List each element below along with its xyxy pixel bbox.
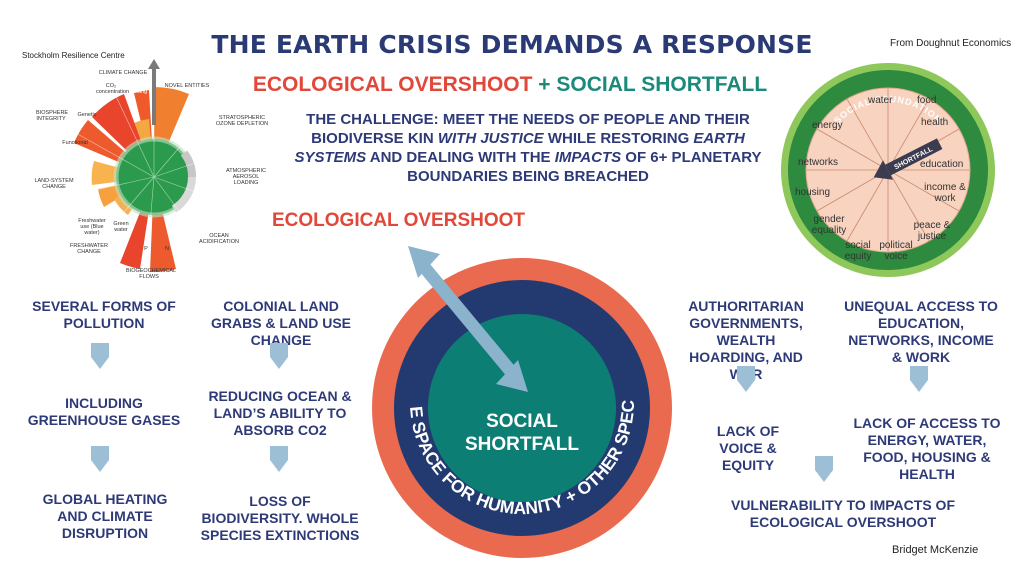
chevron-down-icon (270, 343, 288, 369)
label-radiative: Radiative forcing (127, 83, 151, 95)
item-housing: housing (795, 187, 831, 198)
subtitle-plus: + (538, 73, 551, 96)
label-climate-change: CLIMATE CHANGE (98, 70, 148, 76)
item-income: income & work (924, 182, 966, 204)
label-ozone: STRATOSPHERIC OZONE DEPLETION (215, 115, 269, 127)
ghg-box: INCLUDING GREENHOUSE GASES (27, 395, 181, 428)
subtitle-overshoot: ECOLOGICAL OVERSHOOT (252, 73, 533, 96)
social-shortfall-label: SOCIAL SHORTFALL (465, 411, 579, 455)
challenge-line-1: THE CHALLENGE: MEET THE NEEDS OF PEOPLE … (306, 111, 750, 128)
chevron-down-icon (91, 446, 109, 472)
item-peace: peace & justice (913, 220, 951, 242)
item-education: education (920, 159, 964, 170)
label-biogeochemical: BIOGEOCHEMICAL FLOWS (126, 268, 177, 280)
item-gender: gender equality (811, 214, 847, 236)
page-title: THE EARTH CRISIS DEMANDS A RESPONSE (211, 30, 813, 59)
chevron-down-icon (737, 366, 755, 392)
label-genetic: Genetic (77, 112, 97, 118)
land-grabs-box: COLONIAL LAND GRABS & LAND USE CHANGE (210, 298, 351, 348)
chevron-down-icon (270, 446, 288, 472)
chevron-down-icon (910, 366, 928, 392)
ocean-land-box: REDUCING OCEAN & LAND’S ABILITY TO ABSOR… (208, 388, 352, 438)
subtitle-shortfall: SOCIAL SHORTFALL (556, 73, 768, 96)
vulnerability-box: VULNERABILITY TO IMPACTS OF ECOLOGICAL O… (730, 497, 955, 530)
label-green-water: Green water (113, 221, 129, 233)
label-land-system: LAND-SYSTEM CHANGE (34, 178, 74, 190)
challenge-text: THE CHALLENGE: MEET THE NEEDS OF PEOPLE … (278, 110, 778, 186)
item-energy: energy (812, 120, 843, 131)
stockholm-credit: Stockholm Resilience Centre (22, 51, 125, 60)
lack-of-access-box: LACK OF ACCESS TO ENERGY, WATER, FOOD, H… (853, 415, 1001, 482)
social-foundation-doughnut: SOCIAL FOUNDATION SHORTFALL (781, 63, 995, 277)
lack-of-voice-box: LACK OF VOICE & EQUITY (716, 423, 780, 473)
chevron-down-icon (815, 456, 833, 482)
challenge-line-2: BIODIVERSE KIN WITH JUSTICE WHILE RESTOR… (311, 130, 745, 147)
item-food: food (917, 95, 937, 106)
label-co2: CO₂ concentration (96, 83, 130, 95)
ecological-overshoot-label: ECOLOGICAL OVERSHOOT (272, 210, 526, 231)
label-biosphere: BIOSPHERE INTEGRITY (36, 110, 69, 122)
overshoot-shortfall-arrow (408, 246, 528, 392)
biodiversity-loss-box: LOSS OF BIODIVERSITY. WHOLE SPECIES EXTI… (200, 493, 360, 543)
global-heating-box: GLOBAL HEATING AND CLIMATE DISRUPTION (42, 491, 168, 541)
label-n: N (165, 246, 169, 252)
item-networks: networks (798, 157, 839, 168)
challenge-line-3: SYSTEMS AND DEALING WITH THE IMPACTS OF … (294, 149, 762, 166)
challenge-line-4: BOUNDARIES BEING BREACHED (407, 168, 649, 185)
planetary-boundaries-diagram (63, 59, 243, 273)
label-freshwater-change: FRESHWATER CHANGE (70, 243, 108, 255)
author-credit: Bridget McKenzie (892, 544, 979, 556)
item-health: health (921, 117, 949, 128)
label-novel-entities: NOVEL ENTITIES (164, 83, 210, 89)
pollution-box: SEVERAL FORMS OF POLLUTION (32, 298, 176, 331)
label-ocean: OCEAN ACIDIFICATION (199, 233, 239, 245)
unequal-access-box: UNEQUAL ACCESS TO EDUCATION, NETWORKS, I… (844, 298, 998, 365)
chevron-down-icon (91, 343, 109, 369)
label-functional: Functional (62, 140, 88, 146)
item-political: political voice (879, 240, 913, 262)
doughnut-credit: From Doughnut Economics (890, 38, 1012, 49)
label-blue-water: Freshwater use (Blue water) (78, 218, 106, 236)
item-water: water (868, 95, 893, 106)
item-social-equity: social equity (844, 240, 872, 262)
label-aerosol: ATMOSPHERIC AEROSOL LOADING (226, 168, 266, 186)
subtitle: ECOLOGICAL OVERSHOOT + SOCIAL SHORTFALL (230, 73, 790, 97)
label-p: P (144, 246, 148, 252)
